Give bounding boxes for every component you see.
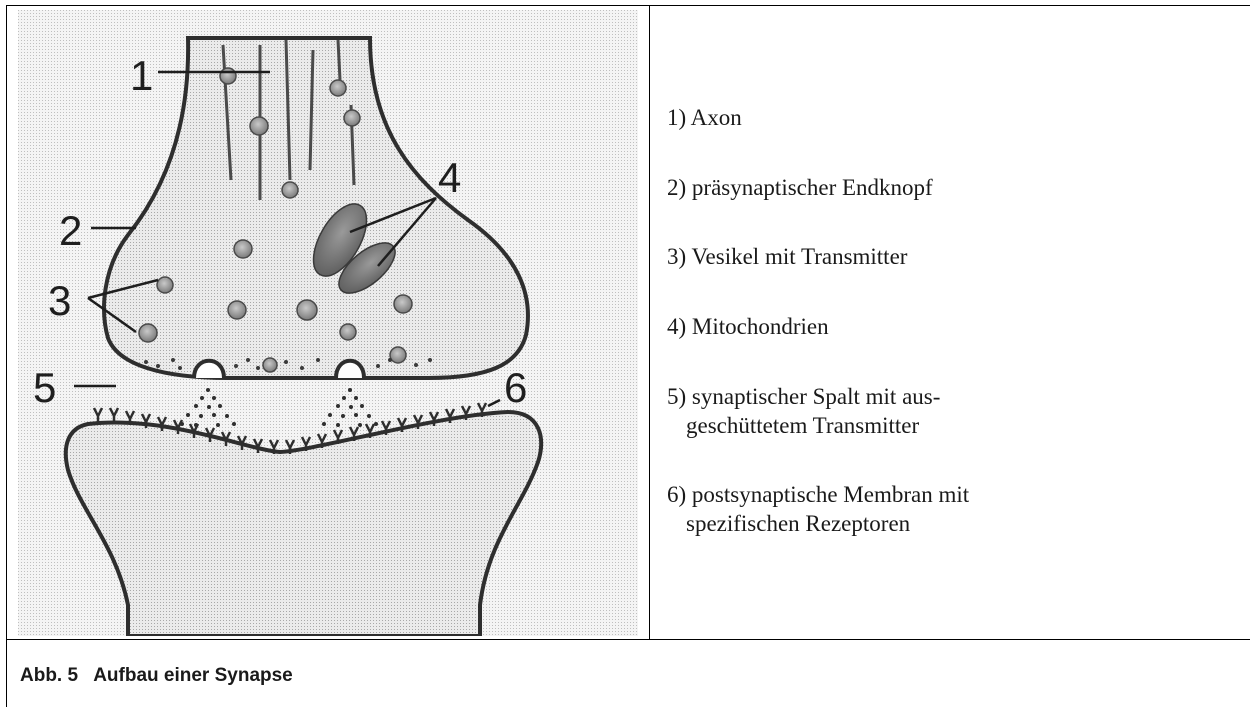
legend: 1) Axon 2) präsynaptischer Endknopf 3) V… (667, 0, 1237, 640)
legend-item-presynaptic-terminal: 2) präsynaptischer Endknopf (667, 173, 933, 202)
label-3: 3 (48, 277, 71, 324)
column-divider (649, 5, 650, 640)
legend-item-axon: 1) Axon (667, 103, 742, 132)
legend-item-mitochondria: 4) Mitochondrien (667, 312, 829, 341)
legend-item-text: 2) präsynaptischer Endknopf (667, 175, 933, 200)
legend-item-vesicles: 3) Vesikel mit Transmitter (667, 242, 907, 271)
caption-left-border (6, 640, 7, 707)
release-site-left (194, 361, 224, 378)
legend-item-text-continued: spezifischen Rezeptoren (667, 509, 969, 538)
legend-item-text: 1) Axon (667, 105, 742, 130)
figure-caption: Abb. 5 Aufbau einer Synapse (20, 665, 293, 687)
synapse-illustration: 1 2 3 4 5 6 (18, 10, 638, 636)
legend-item-text: 3) Vesikel mit Transmitter (667, 244, 907, 269)
legend-item-text: 4) Mitochondrien (667, 314, 829, 339)
label-4: 4 (438, 154, 461, 201)
label-1: 1 (130, 52, 153, 99)
release-site-right (336, 361, 364, 378)
legend-item-text-continued: geschüttetem Transmitter (667, 411, 940, 440)
label-2: 2 (59, 207, 82, 254)
legend-item-postsynaptic-membrane: 6) postsynaptische Membran mit spezifisc… (667, 480, 969, 538)
legend-item-synaptic-cleft: 5) synaptischer Spalt mit aus- geschütte… (667, 382, 940, 440)
legend-item-text: 5) synaptischer Spalt mit aus- (667, 384, 940, 409)
label-5: 5 (33, 364, 56, 411)
legend-item-text: 6) postsynaptische Membran mit (667, 482, 969, 507)
label-6: 6 (504, 364, 527, 411)
